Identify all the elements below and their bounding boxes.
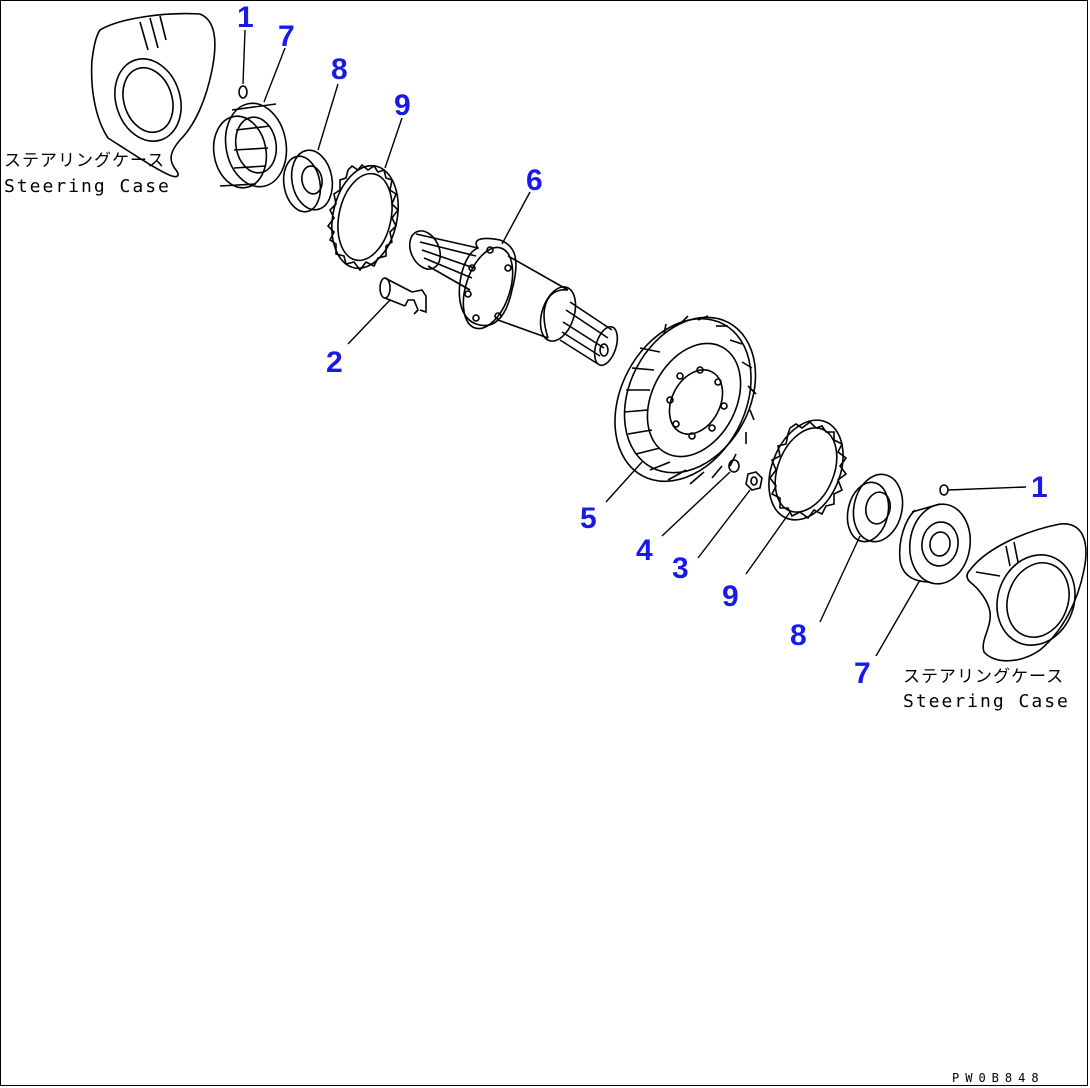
callout-bolt-2: 2 (326, 346, 343, 379)
steering-case-right-label-jp: ステアリングケース (903, 667, 1064, 687)
nut (745, 471, 763, 491)
bearing-right (846, 473, 904, 543)
bolt (379, 277, 427, 315)
leader-right-7 (875, 579, 921, 657)
callout-nut-3: 3 (672, 552, 689, 585)
steering-case-right-label-en: Steering Case (903, 691, 1070, 712)
callout-washer-4: 4 (636, 534, 653, 567)
leader-bolt-2 (347, 299, 391, 345)
callout-left-1: 1 (237, 1, 254, 34)
bearing-cage-right (898, 503, 972, 585)
leader-nut-3 (697, 489, 751, 559)
callout-right-1: 1 (1031, 471, 1048, 504)
leader-left-9 (384, 117, 403, 169)
lock-washer-left (326, 163, 400, 272)
leader-left-1 (242, 29, 246, 85)
leader-shaft-6 (501, 191, 531, 245)
callout-left-7: 7 (278, 20, 295, 53)
leader-left-7 (263, 47, 286, 103)
shaft (408, 230, 619, 367)
callout-right-8: 8 (790, 619, 807, 652)
bearing-left (282, 149, 334, 213)
washer (728, 459, 740, 473)
steering-case-left-label-en: Steering Case (4, 176, 171, 197)
bevel-gear (614, 315, 757, 485)
steering-case-right (966, 523, 1087, 662)
callout-gear-5: 5 (580, 502, 597, 535)
callout-left-9: 9 (394, 89, 411, 122)
callout-left-8: 8 (331, 53, 348, 86)
drawing-code: PW0B848 (952, 1071, 1045, 1085)
callout-shaft-6: 6 (526, 164, 543, 197)
leader-left-8 (317, 83, 339, 151)
callout-right-9: 9 (722, 580, 739, 613)
bearing-cage-left (212, 102, 288, 189)
leader-gear-5 (605, 461, 643, 503)
pin-left (238, 85, 248, 99)
callout-right-7: 7 (854, 657, 871, 690)
lock-washer-right (768, 419, 848, 521)
leader-washer-4 (661, 471, 731, 537)
pin-right (939, 484, 949, 496)
leader-right-9 (745, 511, 791, 575)
leader-right-8 (819, 535, 861, 623)
steering-case-left (90, 12, 216, 178)
leader-right-1 (947, 486, 1027, 491)
leader-lines (242, 29, 1027, 657)
steering-case-left-label-jp: ステアリングケース (4, 151, 165, 171)
